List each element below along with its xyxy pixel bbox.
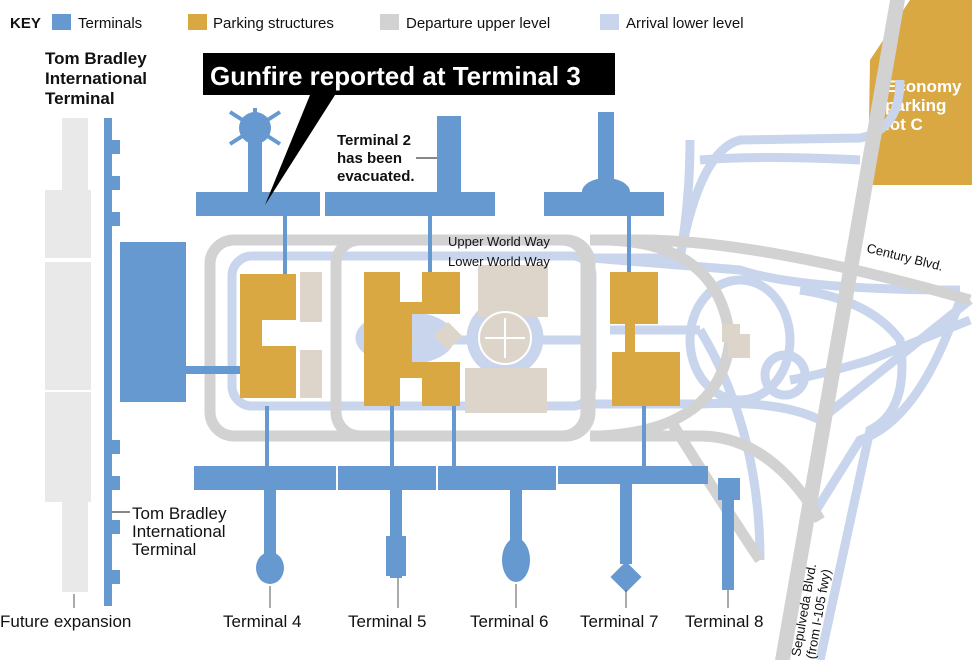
terminal-5 [338, 466, 436, 490]
terminal-5-label: Terminal 5 [348, 612, 426, 631]
terminal-3 [196, 192, 320, 216]
map-key: KEY Terminals Parking structures Departu… [10, 14, 744, 32]
terminal-6-label: Terminal 6 [470, 612, 548, 631]
terminal-8-label: Terminal 8 [685, 612, 763, 631]
tbit-concourse [104, 118, 112, 606]
key-swatch-terminals [52, 14, 71, 30]
key-swatch-departure [380, 14, 399, 30]
terminal-8 [722, 496, 734, 590]
key-label-arrival: Arrival lower level [626, 15, 744, 32]
terminal-2 [325, 192, 495, 216]
theme-building-cross [485, 318, 525, 358]
bottom-leader-lines [73, 578, 729, 608]
lower-world-way-label: Lower World Way [448, 254, 550, 269]
key-title: KEY [10, 15, 41, 32]
future-expansion-label: Future expansion [0, 612, 131, 631]
headline-callout: Gunfire reported at Terminal 3 [203, 53, 615, 205]
key-swatch-parking [188, 14, 207, 30]
terminal-6 [438, 466, 556, 490]
upper-world-way-label: Upper World Way [448, 234, 550, 249]
terminals [104, 108, 740, 606]
terminal-4 [194, 466, 336, 490]
tbit-top-label: Tom Bradley International Terminal [45, 49, 152, 108]
key-label-departure: Departure upper level [406, 15, 550, 32]
sepulveda-blvd-road [775, 0, 905, 660]
terminal-4-label: Terminal 4 [223, 612, 301, 631]
terminal-7 [558, 466, 708, 484]
key-label-parking: Parking structures [213, 15, 334, 32]
parking-structures [240, 272, 680, 406]
key-label-terminals: Terminals [78, 15, 142, 32]
terminal-7-label: Terminal 7 [580, 612, 658, 631]
headline: Gunfire reported at Terminal 3 [210, 61, 581, 91]
key-swatch-arrival [600, 14, 619, 30]
tbit-main-building [120, 242, 186, 402]
future-expansion-area [45, 118, 91, 592]
century-blvd-label: Century Blvd. [865, 240, 944, 273]
tbit-side-label: Tom Bradley International Terminal [132, 504, 231, 559]
terminal2-note: Terminal 2 has been evacuated. [337, 132, 415, 185]
